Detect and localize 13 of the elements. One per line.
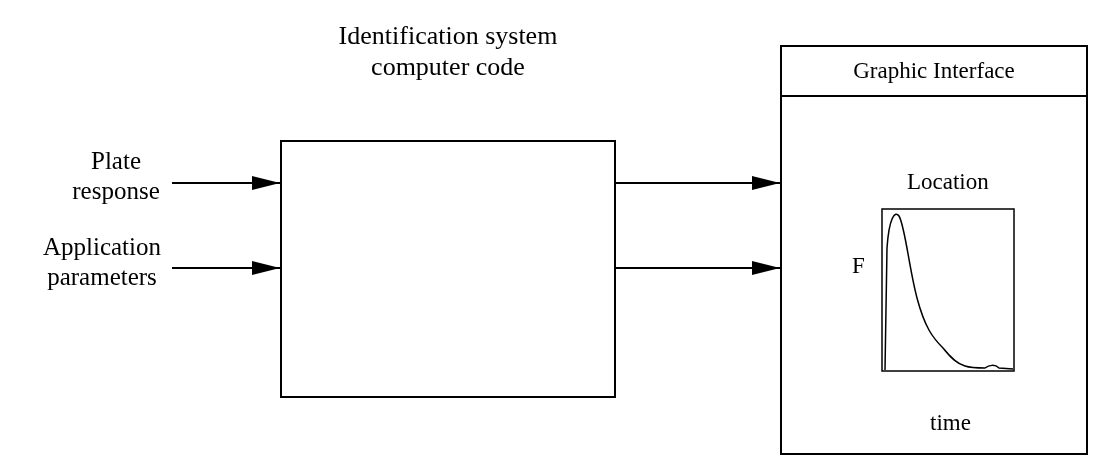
box-heading: Identification system computer code xyxy=(337,20,559,82)
interface-panel xyxy=(780,45,1088,455)
plot-label: time xyxy=(930,410,971,436)
panel-header: Graphic Interface xyxy=(782,47,1086,97)
plot-label: Location xyxy=(907,169,989,195)
axis-label: F xyxy=(852,253,865,279)
input-label: Application parameters xyxy=(34,232,170,292)
process-box xyxy=(280,140,616,398)
arrow xyxy=(171,261,281,275)
arrow xyxy=(615,176,781,190)
arrow xyxy=(615,261,781,275)
arrow xyxy=(171,176,281,190)
input-label: Plate response xyxy=(62,146,170,206)
